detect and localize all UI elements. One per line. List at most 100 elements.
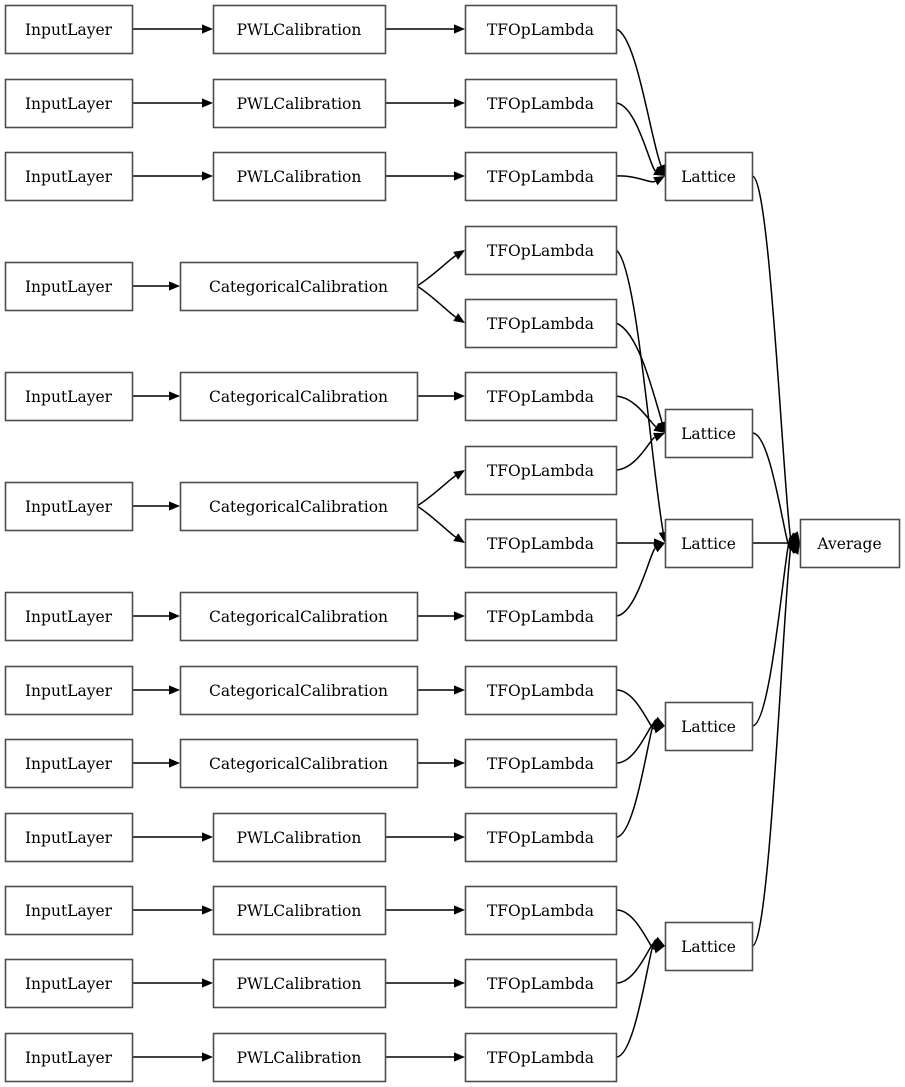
node-box[interactable] <box>464 371 618 422</box>
node-box[interactable] <box>664 408 754 459</box>
node-box[interactable] <box>799 518 901 569</box>
node-cal7[interactable]: CategoricalCalibration <box>179 591 419 642</box>
node-cal8[interactable]: CategoricalCalibration <box>179 665 419 716</box>
node-box[interactable] <box>4 738 134 789</box>
node-box[interactable] <box>464 885 618 936</box>
node-box[interactable] <box>464 78 618 129</box>
node-box[interactable] <box>4 481 134 532</box>
node-in13[interactable]: InputLayer <box>4 1032 134 1083</box>
node-box[interactable] <box>464 958 618 1009</box>
node-lam13[interactable]: TFOpLambda <box>464 885 618 936</box>
node-box[interactable] <box>464 738 618 789</box>
node-label: PWLCalibration <box>237 168 362 186</box>
node-lam8[interactable]: TFOpLambda <box>464 518 618 569</box>
node-lat1[interactable]: Lattice <box>664 151 754 202</box>
node-cal9[interactable]: CategoricalCalibration <box>179 738 419 789</box>
node-lam12[interactable]: TFOpLambda <box>464 812 618 863</box>
node-cal1[interactable]: PWLCalibration <box>212 4 387 55</box>
node-in10[interactable]: InputLayer <box>4 812 134 863</box>
node-box[interactable] <box>4 958 134 1009</box>
node-cal3[interactable]: PWLCalibration <box>212 151 387 202</box>
node-lat2[interactable]: Lattice <box>664 408 754 459</box>
node-cal6[interactable]: CategoricalCalibration <box>179 481 419 532</box>
node-in8[interactable]: InputLayer <box>4 665 134 716</box>
node-box[interactable] <box>179 261 419 312</box>
node-box[interactable] <box>464 151 618 202</box>
node-box[interactable] <box>179 371 419 422</box>
node-box[interactable] <box>664 151 754 202</box>
node-lam11[interactable]: TFOpLambda <box>464 738 618 789</box>
node-box[interactable] <box>464 445 618 496</box>
node-box[interactable] <box>464 4 618 55</box>
node-box[interactable] <box>179 665 419 716</box>
node-lam14[interactable]: TFOpLambda <box>464 958 618 1009</box>
node-lam4[interactable]: TFOpLambda <box>464 225 618 276</box>
node-box[interactable] <box>4 885 134 936</box>
node-box[interactable] <box>212 812 387 863</box>
node-box[interactable] <box>464 591 618 642</box>
node-box[interactable] <box>179 738 419 789</box>
node-in4[interactable]: InputLayer <box>4 261 134 312</box>
node-in5[interactable]: InputLayer <box>4 371 134 422</box>
node-box[interactable] <box>4 665 134 716</box>
node-lam5[interactable]: TFOpLambda <box>464 298 618 349</box>
node-box[interactable] <box>464 812 618 863</box>
node-box[interactable] <box>464 1032 618 1083</box>
node-lam9[interactable]: TFOpLambda <box>464 591 618 642</box>
node-cal12[interactable]: PWLCalibration <box>212 958 387 1009</box>
node-box[interactable] <box>212 885 387 936</box>
node-box[interactable] <box>179 481 419 532</box>
node-box[interactable] <box>4 261 134 312</box>
node-box[interactable] <box>4 591 134 642</box>
node-lat4[interactable]: Lattice <box>664 701 754 752</box>
node-box[interactable] <box>464 518 618 569</box>
node-in6[interactable]: InputLayer <box>4 481 134 532</box>
node-cal5[interactable]: CategoricalCalibration <box>179 371 419 422</box>
node-cal10[interactable]: PWLCalibration <box>212 812 387 863</box>
node-box[interactable] <box>179 591 419 642</box>
node-box[interactable] <box>4 4 134 55</box>
node-box[interactable] <box>212 78 387 129</box>
node-in3[interactable]: InputLayer <box>4 151 134 202</box>
node-in1[interactable]: InputLayer <box>4 4 134 55</box>
node-lam1[interactable]: TFOpLambda <box>464 4 618 55</box>
node-in12[interactable]: InputLayer <box>4 958 134 1009</box>
node-box[interactable] <box>4 812 134 863</box>
node-lam3[interactable]: TFOpLambda <box>464 151 618 202</box>
node-box[interactable] <box>4 1032 134 1083</box>
node-lam2[interactable]: TFOpLambda <box>464 78 618 129</box>
node-avg[interactable]: Average <box>799 518 901 569</box>
node-lat3[interactable]: Lattice <box>664 518 754 569</box>
edge-lambda-to-lattice <box>615 436 656 471</box>
node-box[interactable] <box>4 78 134 129</box>
node-lam10[interactable]: TFOpLambda <box>464 665 618 716</box>
node-box[interactable] <box>464 225 618 276</box>
arrowhead-icon <box>454 1052 465 1062</box>
node-box[interactable] <box>212 958 387 1009</box>
node-lat5[interactable]: Lattice <box>664 921 754 972</box>
node-box[interactable] <box>4 371 134 422</box>
node-in11[interactable]: InputLayer <box>4 885 134 936</box>
node-box[interactable] <box>4 151 134 202</box>
node-label: Lattice <box>681 535 736 553</box>
node-box[interactable] <box>464 298 618 349</box>
node-box[interactable] <box>664 921 754 972</box>
node-in7[interactable]: InputLayer <box>4 591 134 642</box>
node-box[interactable] <box>212 1032 387 1083</box>
node-cal11[interactable]: PWLCalibration <box>212 885 387 936</box>
edge-lambda-to-lattice <box>615 175 656 183</box>
node-box[interactable] <box>664 701 754 752</box>
node-lam6[interactable]: TFOpLambda <box>464 371 618 422</box>
node-lam7[interactable]: TFOpLambda <box>464 445 618 496</box>
node-box[interactable] <box>664 518 754 569</box>
node-lam15[interactable]: TFOpLambda <box>464 1032 618 1083</box>
node-cal4[interactable]: CategoricalCalibration <box>179 261 419 312</box>
node-box[interactable] <box>212 4 387 55</box>
node-box[interactable] <box>464 665 618 716</box>
node-in9[interactable]: InputLayer <box>4 738 134 789</box>
node-in2[interactable]: InputLayer <box>4 78 134 129</box>
node-box[interactable] <box>212 151 387 202</box>
node-label: InputLayer <box>25 168 113 186</box>
node-cal2[interactable]: PWLCalibration <box>212 78 387 129</box>
node-cal13[interactable]: PWLCalibration <box>212 1032 387 1083</box>
